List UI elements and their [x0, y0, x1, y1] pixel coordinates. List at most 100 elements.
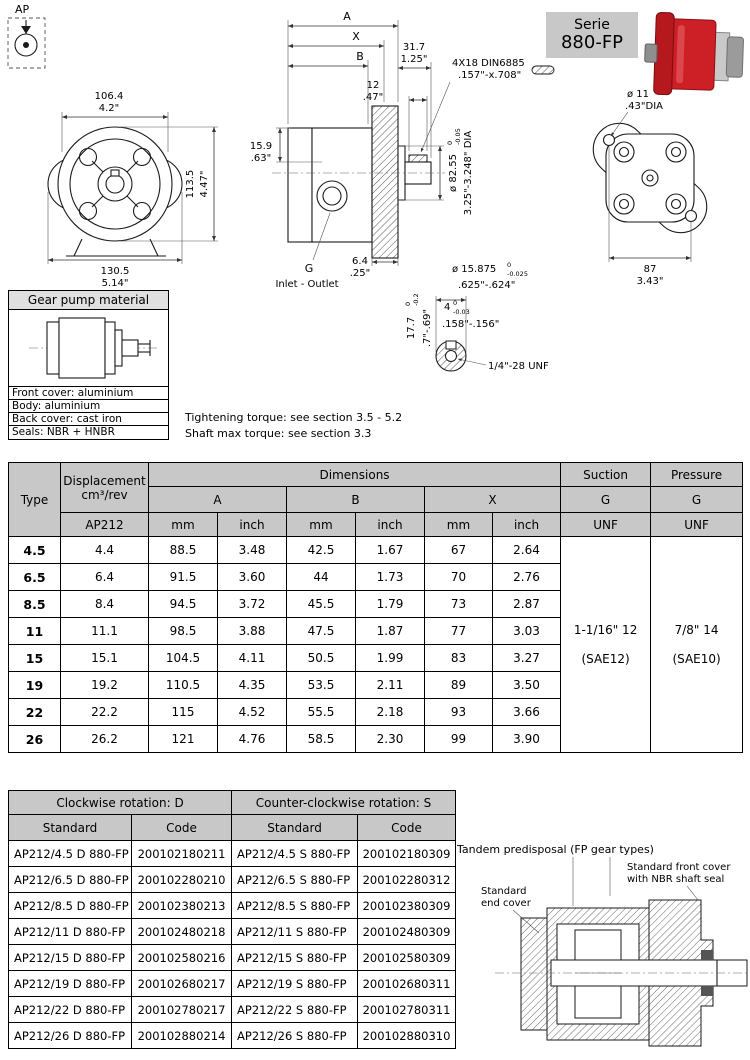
pump-photo [644, 11, 744, 96]
front-height-mm: 113.5 [185, 170, 196, 199]
dim-cell-a_mm: 94.5 [148, 590, 218, 618]
dim-cell-x_in: 3.66 [491, 698, 562, 726]
shaft-dia: ø 15.875 [452, 264, 496, 275]
material-box: Gear pump material Front cover: aluminiu… [8, 290, 169, 440]
dim-cell-b_mm: 58.5 [286, 725, 356, 753]
pilot-tol-top: 0 [446, 141, 454, 145]
dim-cell-a_in: 3.72 [217, 590, 287, 618]
dim-cell-x_mm: 83 [424, 644, 493, 672]
series-badge: Serie 880-FP [546, 12, 638, 58]
ap-symbol: AP [7, 3, 46, 69]
key-symbol [531, 65, 555, 75]
material-front-cover: Front cover: aluminium [9, 387, 168, 400]
dim-cell-type: 8.5 [8, 590, 61, 618]
back-hole-dia-in: .43"DIA [625, 101, 663, 112]
shaft-key-in: .158"-.156" [442, 319, 499, 330]
dim-cell-disp: 15.1 [60, 644, 149, 672]
col-header-displacement: Displacement cm³/rev [60, 462, 149, 513]
col-header-b-inch: inch [355, 512, 425, 537]
material-box-title: Gear pump material [9, 291, 168, 310]
code-cell-ccw_std: AP212/26 S 880-FP [231, 1022, 359, 1049]
dim-cell-b_in: 1.99 [355, 644, 425, 672]
side-front-flange [371, 105, 399, 259]
col-header-type: Type [8, 462, 61, 537]
front-view [47, 126, 183, 257]
dim-cell-disp: 22.2 [60, 698, 149, 726]
col-header-b: B [286, 486, 425, 513]
dim-cell-a_in: 3.60 [217, 563, 287, 591]
shaft-detail: ø 15.875 0 -0.025 .625"-.624" 4 0 -0.03 … [404, 261, 549, 372]
back-mount-hole-top [602, 133, 616, 147]
dim-cell-b_in: 1.87 [355, 617, 425, 645]
col-header-a-inch: inch [217, 512, 287, 537]
dim-cell-b_mm: 45.5 [286, 590, 356, 618]
series-word: Serie [574, 17, 610, 33]
col-header-x-inch: inch [491, 512, 562, 537]
shaft-key-tol-bot: -0.03 [453, 308, 470, 316]
code-cell-cw_std: AP212/6.5 D 880-FP [8, 866, 132, 893]
dim-cell-x_in: 2.87 [491, 590, 562, 618]
dim-cell-b_in: 1.73 [355, 563, 425, 591]
key-length-in: .47" [363, 92, 384, 103]
code-cell-cw_code: 200102680217 [130, 970, 233, 997]
dim-cell-disp: 19.2 [60, 671, 149, 699]
note-shaft-max-torque: Shaft max torque: see section 3.3 [185, 427, 372, 440]
dim-cell-a_in: 4.52 [217, 698, 287, 726]
front-shaft-hub [97, 166, 133, 202]
shaft-keyway [445, 340, 457, 350]
displacement-line1: Displacement [63, 473, 146, 488]
code-cell-cw_std: AP212/19 D 880-FP [8, 970, 132, 997]
port-offset-mm: 15.9 [250, 141, 272, 152]
dim-cell-a_in: 4.76 [217, 725, 287, 753]
shaft-len-tol-bot: -0.2 [412, 293, 420, 306]
tandem-label: Tandem predisposal (FP gear types) [456, 843, 654, 856]
code-cell-ccw_std: AP212/19 S 880-FP [231, 970, 359, 997]
dim-cell-b_in: 1.79 [355, 590, 425, 618]
dim-cell-type: 15 [8, 644, 61, 672]
code-cell-cw_code: 200102580216 [130, 944, 233, 971]
dim-cell-a_mm: 121 [148, 725, 218, 753]
header-cw-standard: Standard [8, 814, 132, 841]
back-body [605, 133, 695, 223]
code-cell-cw_std: AP212/8.5 D 880-FP [8, 892, 132, 919]
code-cell-cw_code: 200102780217 [130, 996, 233, 1023]
back-spacing-mm: 87 [644, 264, 657, 275]
col-header-x: X [423, 486, 562, 513]
dim-cell-disp: 4.4 [60, 536, 149, 564]
code-cell-ccw_code: 200102780311 [357, 996, 457, 1023]
dim-cell-disp: 26.2 [60, 725, 149, 753]
col-header-a: A [148, 486, 287, 513]
key-length-mm: 12 [367, 80, 380, 91]
shaft-key-mm: 4 [444, 302, 450, 313]
dim-cell-a_mm: 91.5 [148, 563, 218, 591]
code-cell-cw_code: 200102380213 [130, 892, 233, 919]
code-cell-cw_code: 200102880214 [130, 1022, 233, 1049]
ap-label: AP [15, 3, 30, 16]
port-offset-in: .63" [251, 153, 272, 164]
end-cover-section [520, 917, 548, 1031]
suction-value-l1: 1-1/16" 12 [573, 622, 638, 637]
shaft-thread-hole [445, 350, 457, 362]
shaft-thread-label: 1/4"-28 UNF [488, 361, 549, 372]
series-name: 880-FP [560, 32, 624, 53]
dim-cell-x_mm: 70 [424, 563, 493, 591]
dim-cell-type: 22 [8, 698, 61, 726]
pressure-value-l1: 7/8" 14 [674, 622, 719, 637]
header-ccw-code: Code [357, 814, 457, 841]
dim-cell-b_mm: 53.5 [286, 671, 356, 699]
shaft-proj-mm: 31.7 [403, 42, 425, 53]
code-cell-ccw_code: 200102880310 [357, 1022, 457, 1049]
dim-cell-a_mm: 88.5 [148, 536, 218, 564]
dim-cell-a_in: 3.88 [217, 617, 287, 645]
front-cover-label-line2: with NBR shaft seal [627, 874, 724, 885]
front-width-in: 4.2" [99, 103, 120, 114]
dim-cell-type: 19 [8, 671, 61, 699]
torque-notes: Tightening torque: see section 3.5 - 5.2… [185, 410, 402, 442]
pressure-value-cell: 7/8" 14(SAE10) [650, 536, 744, 753]
dim-b-label: B [356, 50, 364, 63]
